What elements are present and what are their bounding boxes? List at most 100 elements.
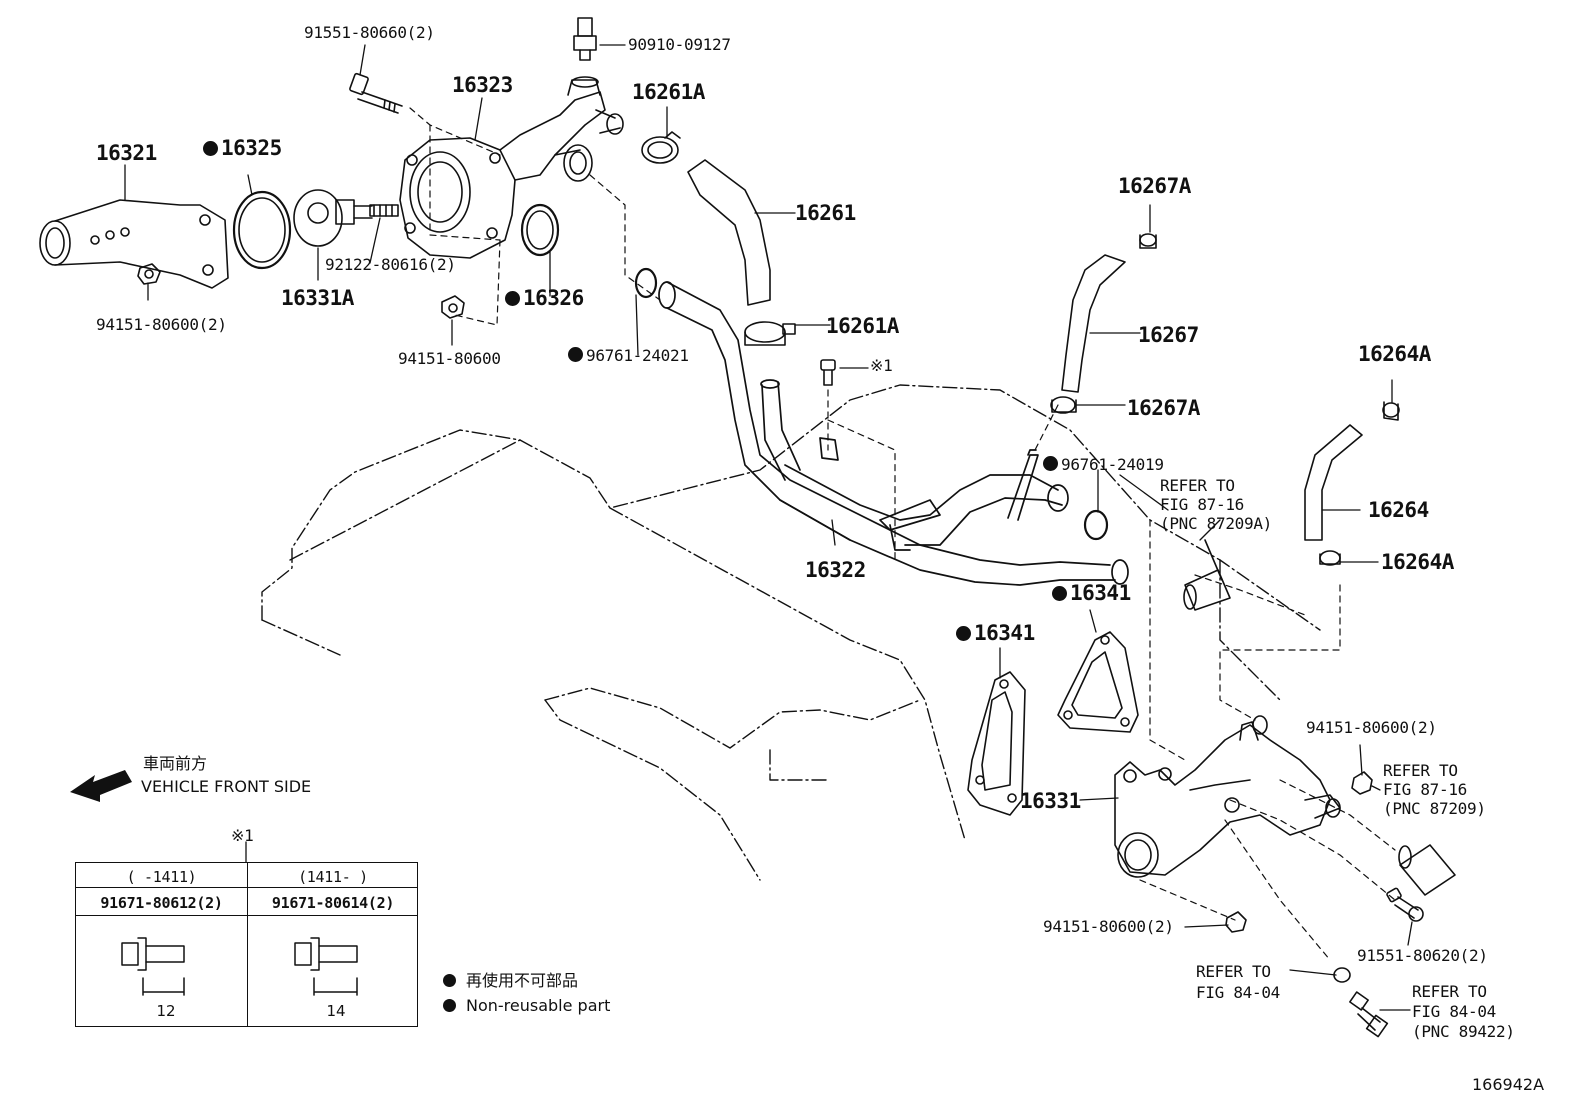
- table-col1-dim: 12: [156, 1002, 176, 1020]
- refer-89422-line1: REFER TO: [1412, 982, 1487, 1001]
- hose-16261: [687, 159, 771, 306]
- label-16261A-mid: 16261A: [826, 314, 899, 338]
- nut-94151-left: [137, 263, 161, 285]
- label-16326: 16326: [505, 288, 584, 309]
- refer-89422-line2: FIG 84-04: [1412, 1002, 1496, 1021]
- clamp-16267A-top: [1139, 233, 1157, 249]
- label-16261: 16261: [795, 201, 856, 225]
- non-reusable-dot-icon: [505, 291, 520, 306]
- non-reusable-dot-icon: [443, 974, 456, 987]
- label-90910-09127: 90910-09127: [628, 35, 731, 54]
- label-16341-b: 16341: [1052, 583, 1131, 604]
- non-reusable-dot-icon: [203, 141, 218, 156]
- label-16264A-top: 16264A: [1358, 342, 1431, 366]
- label-16321: 16321: [96, 141, 157, 165]
- non-reusable-dot-icon: [1043, 456, 1058, 471]
- refer-87209A-line1: REFER TO: [1160, 476, 1235, 495]
- label-16264A-low: 16264A: [1381, 550, 1454, 574]
- front-arrow-icon: [70, 770, 132, 802]
- label-note1-bolt: ※1: [870, 356, 893, 375]
- engine-outline: [261, 384, 1321, 881]
- label-16267A-top: 16267A: [1118, 174, 1191, 198]
- sensor-90910: [573, 17, 597, 61]
- label-96761-24021: 96761-24021: [568, 347, 689, 364]
- table-note: ※1: [231, 826, 254, 845]
- refer-87209-line1: REFER TO: [1383, 761, 1458, 780]
- label-16323: 16323: [452, 73, 513, 97]
- water-inlet-16321: [39, 199, 229, 289]
- label-94151-80600: 94151-80600: [398, 349, 501, 368]
- table-col1-header: ( -1411): [126, 868, 197, 886]
- refer-84-04-washer-line1: REFER TO: [1196, 962, 1271, 981]
- refer-87209-line2: FIG 87-16: [1383, 780, 1467, 799]
- clamp-16261A-top: [641, 131, 681, 164]
- bypass-pipe-16322: [658, 281, 1129, 586]
- gasket-16341-a: [967, 671, 1026, 816]
- sensor-89422: [1349, 991, 1389, 1038]
- label-16331A: 16331A: [281, 286, 354, 310]
- bolt-note1: [820, 359, 836, 386]
- front-side-en: VEHICLE FRONT SIDE: [141, 777, 312, 796]
- label-16341-a: 16341: [956, 623, 1035, 644]
- bolt-variant-table: ( -1411) (1411- ) 91671-80612(2) 91671-8…: [75, 862, 418, 1027]
- thermostat-16331A: [293, 189, 373, 247]
- non-reusable-dot-icon: [443, 999, 456, 1012]
- table-col1-part: 91671-80612(2): [100, 894, 223, 912]
- refer-84-04-washer-line2: FIG 84-04: [1196, 983, 1280, 1002]
- label-16267A-mid: 16267A: [1127, 396, 1200, 420]
- hose-16267: [1061, 254, 1126, 393]
- legend-en: Non-reusable part: [443, 998, 610, 1014]
- label-94151-80600-2-bottom: 94151-80600(2): [1043, 917, 1174, 936]
- label-94151-80600-2-right: 94151-80600(2): [1306, 718, 1437, 737]
- clamp-16267A-mid: [1050, 396, 1077, 414]
- refer-87209A-line3: (PNC 87209A): [1160, 514, 1272, 533]
- clamp-16264A-top: [1382, 401, 1400, 421]
- refer-89422-line3: (PNC 89422): [1412, 1022, 1515, 1041]
- label-91551-80620: 91551-80620(2): [1357, 946, 1488, 965]
- label-16325: 16325: [203, 138, 282, 159]
- gasket-16326: [520, 203, 560, 257]
- label-16261A-top: 16261A: [632, 80, 705, 104]
- refer-87209: REFER TO FIG 87-16 (PNC 87209): [1383, 761, 1486, 818]
- stud-92122: [369, 204, 399, 217]
- oring-96761-24019: [1083, 509, 1109, 541]
- refer-87209A-line2: FIG 87-16: [1160, 495, 1244, 514]
- front-side-jp: 車両前方: [143, 754, 208, 773]
- label-92122-80616: 92122-80616(2): [325, 255, 456, 274]
- hose-stub-87209: [1399, 844, 1456, 896]
- non-reusable-dot-icon: [1052, 586, 1067, 601]
- label-16264: 16264: [1368, 498, 1429, 522]
- table-col2-dim: 14: [326, 1002, 346, 1020]
- table-col2-part: 91671-80614(2): [271, 894, 395, 912]
- label-91551-80660: 91551-80660(2): [304, 23, 435, 42]
- refer-87209A: REFER TO FIG 87-16 (PNC 87209A): [1160, 476, 1272, 533]
- refer-87209-line3: (PNC 87209): [1383, 799, 1486, 818]
- figure-id: 166942A: [1472, 1075, 1545, 1094]
- gasket-16341-b: [1057, 631, 1139, 733]
- table-bolt-icons: [121, 937, 358, 996]
- clamp-16261A-mid: [744, 321, 796, 346]
- callout-leaders: [124, 44, 1413, 1011]
- hose-stub-87209A: [1184, 569, 1231, 611]
- non-reusable-dot-icon: [956, 626, 971, 641]
- refer-89422: REFER TO FIG 84-04 (PNC 89422): [1412, 982, 1515, 1042]
- oring-96761-24021: [634, 267, 658, 299]
- legend-jp: 再使用不可部品: [443, 973, 578, 989]
- clamp-16264A-low: [1319, 550, 1341, 566]
- nut-94151-bottom: [1225, 911, 1247, 933]
- bolt-91551-80660: [349, 72, 403, 114]
- inlet-housing-16331: [1114, 715, 1341, 878]
- bolt-91551-80620: [1386, 887, 1424, 922]
- label-94151-80600-2-top: 94151-80600(2): [96, 315, 227, 334]
- label-16322: 16322: [805, 558, 866, 582]
- outlet-housing-16323: [399, 76, 624, 259]
- label-96761-24019: 96761-24019: [1043, 456, 1164, 473]
- non-reusable-dot-icon: [568, 347, 583, 362]
- nut-94151-right: [1351, 771, 1373, 795]
- label-16267: 16267: [1138, 323, 1199, 347]
- table-col2-header: (1411- ): [298, 868, 368, 886]
- hose-16264: [1304, 424, 1363, 541]
- assembly-leaders: [409, 107, 1396, 961]
